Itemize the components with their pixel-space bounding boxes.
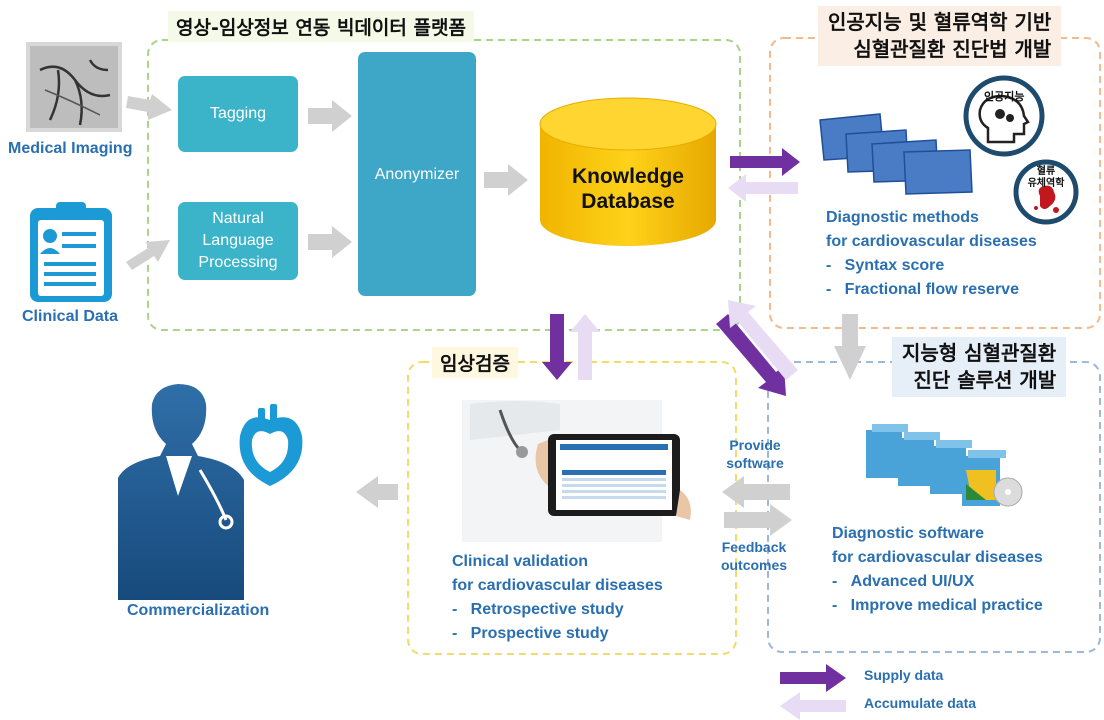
ai-section-title-line1: 인공지능 및 혈류역학 기반: [828, 10, 1052, 34]
clinical-validation-item: - Retrospective study: [452, 601, 624, 618]
diagnostic-software-item: - Improve medical practice: [832, 597, 1043, 614]
diagnostic-software-title1: Diagnostic software: [832, 525, 985, 542]
arrow-provide-software: [722, 476, 790, 508]
provide-software-label: Provide software: [718, 436, 792, 472]
arrow-methods-to-software: [834, 314, 866, 380]
feedback-line1: Feedback: [721, 539, 787, 555]
method-cards: [819, 113, 973, 195]
arrow-feedback-outcomes: [724, 504, 792, 536]
diagnostic-methods-title1: Diagnostic methods: [826, 209, 979, 226]
solution-section-title: 지능형 심혈관질환 진단 솔루션 개발: [892, 337, 1067, 397]
diagnostic-methods-text: Diagnostic methods for cardiovascular di…: [826, 206, 1037, 302]
item-text: Advanced UI/UX: [850, 573, 975, 590]
legend-supply-arrow: [780, 664, 846, 692]
heart-icon: [239, 404, 303, 486]
solution-section-title-line2: 진단 솔루션 개발: [913, 368, 1057, 392]
diagnostic-methods-item: - Syntax score: [826, 257, 945, 274]
accumulate-arrow-software-to-db: [728, 300, 798, 380]
ai-badge-label: 인공지능: [984, 90, 1025, 103]
hemo-badge-line2: 유체역학: [1027, 178, 1065, 189]
item-text: Syntax score: [844, 257, 945, 274]
supply-arrow-db-to-clinical: [542, 314, 572, 380]
medical-imaging-picture: [26, 42, 122, 132]
platform-title: 영상-임상정보 연동 빅데이터 플랫폼: [168, 11, 474, 42]
nlp-label: Natural Language Processing: [178, 202, 298, 280]
medical-imaging-label: Medical Imaging: [8, 140, 133, 157]
database-label-line2: Database: [581, 190, 675, 213]
accumulate-arrow-methods-to-db: [728, 174, 798, 202]
diagnostic-methods-item: - Fractional flow reserve: [826, 281, 1019, 298]
arrow-nlp-to-anonymizer: [308, 226, 352, 258]
tagging-box: [178, 76, 298, 152]
ai-head-icon: [963, 75, 1045, 157]
database-label-line1: Knowledge: [571, 165, 684, 188]
solution-section-border: [767, 361, 1101, 653]
tagging-label: Tagging: [209, 105, 267, 122]
provide-line1: Provide: [729, 437, 781, 453]
legend-supply-label: Supply data: [864, 667, 944, 683]
item-text: Improve medical practice: [850, 597, 1043, 614]
nlp-label-line2: Language: [202, 232, 274, 249]
clinical-data-label: Clinical Data: [22, 308, 119, 325]
doctor-silhouette: [118, 384, 244, 600]
arrow-anonymizer-to-db: [484, 164, 528, 196]
hemo-badge-label: 혈류 유체역학: [1024, 166, 1068, 190]
nlp-label-line3: Processing: [198, 254, 278, 271]
item-text: Prospective study: [470, 625, 609, 642]
feedback-outcomes-label: Feedback outcomes: [714, 538, 794, 574]
arrow-to-commercialization: [356, 476, 398, 508]
anonymizer-box: [358, 52, 476, 296]
doctor-tablet-picture: [462, 400, 691, 542]
solution-section-title-line1: 지능형 심혈관질환: [902, 341, 1057, 365]
provide-line2: software: [726, 455, 784, 471]
diagnostic-methods-title2: for cardiovascular diseases: [826, 233, 1037, 250]
item-text: Fractional flow reserve: [844, 281, 1019, 298]
ai-section-title: 인공지능 및 혈류역학 기반 심혈관질환 진단법 개발: [818, 6, 1062, 66]
clinical-validation-title2: for cardiovascular diseases: [452, 577, 663, 594]
knowledge-database: [539, 97, 717, 246]
clinical-validation-item: - Prospective study: [452, 625, 609, 642]
diagnostic-software-title2: for cardiovascular diseases: [832, 549, 1043, 566]
supply-arrow-db-to-software: [716, 314, 786, 396]
clinical-section-title: 임상검증: [432, 347, 518, 378]
feedback-line2: outcomes: [720, 557, 788, 573]
legend-accumulate-arrow: [780, 692, 846, 720]
blood-flow-icon: [1013, 159, 1079, 225]
legend-accumulate-label: Accumulate data: [864, 695, 977, 711]
database-label: Knowledge Database: [540, 164, 716, 214]
hemo-badge-line1: 혈류: [1036, 166, 1056, 177]
ai-section-title-line2: 심혈관질환 진단법 개발: [853, 37, 1052, 61]
nlp-box: [178, 202, 298, 280]
arrow-tagging-to-anonymizer: [308, 100, 352, 132]
anonymizer-label: Anonymizer: [374, 166, 460, 183]
clipboard-icon: [30, 202, 112, 302]
software-boxes: [866, 424, 1023, 507]
commercialization-label: Commercialization: [127, 602, 270, 619]
diagnostic-software-item: - Advanced UI/UX: [832, 573, 975, 590]
item-text: Retrospective study: [470, 601, 624, 618]
arrow-imaging-to-tagging: [126, 94, 172, 120]
accumulate-arrow-clinical-to-db: [570, 314, 600, 380]
clinical-validation-text: Clinical validation for cardiovascular d…: [452, 550, 663, 646]
nlp-label-line1: Natural: [212, 210, 264, 227]
arrow-clinical-to-nlp: [126, 240, 170, 270]
diagnostic-software-text: Diagnostic software for cardiovascular d…: [832, 522, 1043, 618]
supply-arrow-db-to-methods: [730, 148, 800, 176]
clinical-validation-title1: Clinical validation: [452, 553, 589, 570]
